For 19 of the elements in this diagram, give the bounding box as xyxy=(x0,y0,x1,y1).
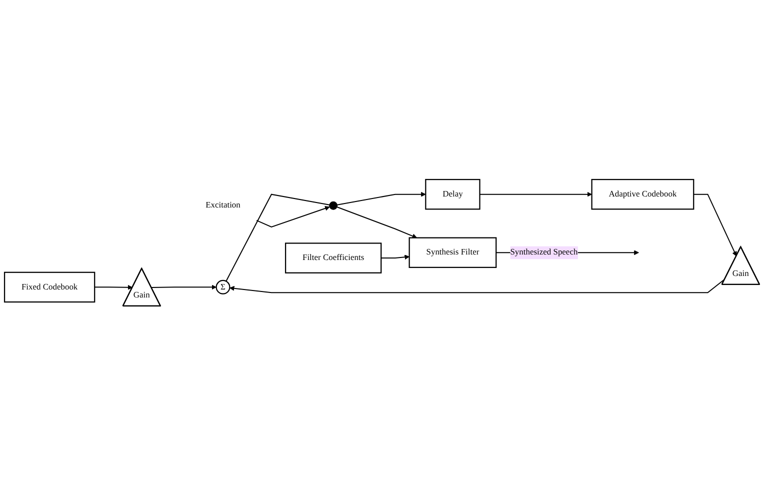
arrow xyxy=(694,194,737,257)
node-box: Fixed Codebook xyxy=(4,272,96,303)
node-box: Adaptive Codebook xyxy=(591,179,694,210)
connector xyxy=(226,194,330,282)
arrow xyxy=(381,254,410,260)
arrow xyxy=(480,192,592,198)
arrow xyxy=(256,206,330,228)
arrow xyxy=(151,284,217,290)
arrow xyxy=(229,278,726,294)
arrow xyxy=(94,285,133,290)
arrow xyxy=(336,206,417,239)
arrow xyxy=(337,192,426,206)
edge-label: Synthesized Speech xyxy=(510,248,578,258)
junction-dot xyxy=(329,202,338,210)
node-box: Synthesis Filter xyxy=(408,237,497,268)
node-box: Filter Coefficients xyxy=(285,242,382,274)
node-box: Delay xyxy=(425,179,480,210)
node-text: Excitation xyxy=(206,201,240,210)
node-circle: Σ xyxy=(216,280,230,295)
